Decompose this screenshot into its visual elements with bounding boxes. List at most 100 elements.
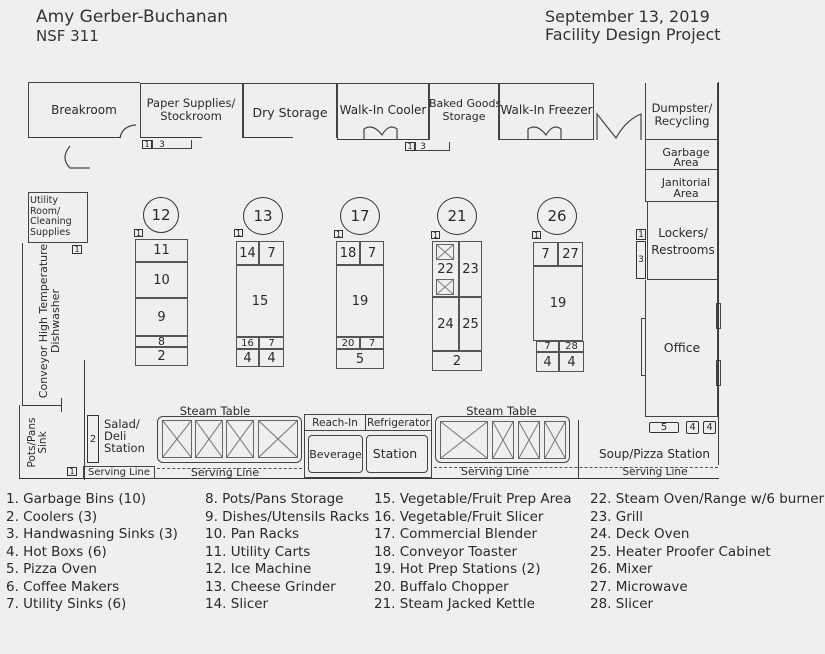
- legend-item: 26. Mixer: [590, 561, 653, 577]
- burner-icon: [436, 244, 454, 260]
- handwashing-sink-tag: [415, 142, 450, 151]
- baked-goods-label-line2: Storage: [442, 110, 486, 123]
- legend-item: 11. Utility Carts: [205, 543, 311, 560]
- utility-label-line3: Cleaning: [30, 216, 72, 227]
- legend-item: 14. Slicer: [205, 596, 269, 612]
- room-janitorial-area: [645, 170, 718, 202]
- lockers-label: Lockers/ Restrooms: [648, 225, 718, 259]
- pan-racks: 10: [135, 262, 188, 298]
- course-code: NSF 311: [36, 27, 99, 45]
- legend-item: 19. Hot Prep Stations (2): [374, 561, 541, 577]
- steam-well-icon: [518, 421, 540, 459]
- salad-label-line1: Salad/: [104, 417, 140, 431]
- cooler: 2: [135, 347, 188, 366]
- breakroom-label: Breakroom: [51, 103, 117, 117]
- legend-item: 21. Steam Jacked Kettle: [374, 596, 535, 612]
- steam-jacketed-kettle: 21: [437, 197, 477, 235]
- project-title: Facility Design Project: [545, 25, 721, 44]
- dishwasher-area: [22, 243, 82, 405]
- utility-label-line2: Room/: [30, 205, 61, 217]
- reach-in-header: [304, 414, 432, 431]
- deck-oven: 24: [432, 297, 459, 351]
- veg-fruit-slicer: 16: [236, 337, 259, 349]
- mixer: 26: [537, 197, 577, 235]
- dumpster-label-line1: Dumpster/: [651, 101, 713, 115]
- legend-item: 15. Vegetable/Fruit Prep Area: [374, 491, 572, 507]
- pizza-oven: 5: [649, 422, 679, 433]
- garbage-bin-tag: 1: [334, 229, 343, 239]
- pizza-oven: 5: [336, 349, 384, 369]
- garbage-bin-tag: 1: [532, 230, 541, 240]
- office-label: Office: [663, 340, 701, 355]
- handwashing-sink-number: 3: [159, 140, 165, 150]
- janitorial-label-line2: Area: [673, 187, 699, 200]
- dish-racks: 9: [135, 298, 188, 336]
- breakroom-door-icon: [119, 124, 137, 139]
- hot-box: 4: [536, 352, 559, 372]
- station-label: Station: [372, 446, 418, 461]
- serving-line-label: Serving Line: [622, 466, 688, 478]
- legend-item: 2. Coolers (3): [6, 508, 98, 525]
- burner-icon: [436, 279, 454, 295]
- utility-sink: 7: [533, 242, 558, 266]
- utility-door-icon: [64, 145, 90, 169]
- baked-goods-label: Baked Goods Storage: [429, 97, 502, 123]
- hot-box: 4: [559, 352, 584, 372]
- legend-item: 18. Conveyor Toaster: [374, 543, 518, 560]
- legend-item: 27. Microwave: [590, 578, 688, 595]
- beverage-station-right: [366, 435, 428, 473]
- legend-item: 4. Hot Boxs (6): [6, 543, 107, 560]
- legend-item: 13. Cheese Grinder: [205, 578, 336, 595]
- pots-pans-sink-label: Pots/Pans Sink: [26, 415, 49, 470]
- steam-well-icon: [258, 420, 298, 458]
- hot-box: 4: [259, 349, 284, 367]
- commercial-blender: 17: [340, 197, 380, 235]
- utility-sink: 7: [360, 241, 384, 265]
- room-baked-goods: [429, 83, 499, 140]
- serving-line-label: Serving Line: [87, 467, 150, 478]
- room-walk-in-cooler: [337, 83, 429, 140]
- serving-line-salad: [83, 466, 155, 479]
- cooler-door-icon: [363, 126, 398, 140]
- legend-col-1: 1. Garbage Bins (10) 2. Coolers (3) 3. H…: [6, 491, 178, 614]
- hot-box: 4: [236, 349, 259, 367]
- steam-table-label: Steam Table: [466, 404, 537, 418]
- utility-sink: 7: [259, 337, 284, 349]
- exterior-double-door-icon: [596, 112, 642, 140]
- steam-well-icon: [226, 420, 254, 458]
- hot-prep-station: 19: [336, 265, 384, 337]
- garbage-bin-tag: 1: [234, 228, 243, 238]
- steam-table-label: Steam Table: [179, 404, 251, 418]
- garbage-area-label: Garbage Area: [656, 147, 716, 168]
- baked-goods-label-line1: Baked Goods: [429, 97, 502, 110]
- legend-item: 24. Deck Oven: [590, 526, 690, 542]
- conveyor-toaster: 18: [336, 241, 360, 265]
- freezer-door-icon: [527, 126, 562, 140]
- soup-pizza-label: Soup/Pizza Station: [599, 447, 710, 461]
- legend-item: 8. Pots/Pans Storage: [205, 491, 344, 507]
- room-garbage-area: [645, 140, 718, 170]
- slicer: 14: [236, 241, 259, 265]
- salad-label-line3: Station: [104, 441, 145, 455]
- dishwasher-label-line2: Dishwasher: [49, 289, 62, 353]
- legend-item: 23. Grill: [590, 508, 644, 525]
- cooler: 2: [432, 351, 482, 371]
- legend-item: 6. Coffee Makers: [6, 578, 120, 595]
- legend-item: 16. Vegetable/Fruit Slicer: [374, 508, 544, 525]
- reach-in-label: Reach-In: [312, 417, 358, 429]
- dumpster-label: Dumpster/ Recycling: [646, 102, 718, 128]
- steam-well-icon: [492, 421, 514, 459]
- steam-oven-range: 22: [432, 241, 459, 297]
- slicer: 28: [559, 341, 584, 352]
- garbage-bin-tag: 1: [134, 228, 143, 238]
- hot-box: 4: [703, 421, 716, 434]
- steam-well-icon: [195, 420, 223, 458]
- legend-item: 22. Steam Oven/Range w/6 burner: [590, 491, 825, 507]
- legend-item: 28. Slicer: [590, 596, 654, 612]
- legend-item: 17. Commercial Blender: [374, 526, 538, 542]
- walk-in-freezer-label: Walk-In Freezer: [500, 103, 593, 117]
- dumpster-label-line2: Recycling: [654, 114, 710, 128]
- room-dry-storage: [243, 83, 337, 138]
- cheese-grinder: 13: [243, 197, 283, 235]
- room-breakroom: [28, 82, 140, 138]
